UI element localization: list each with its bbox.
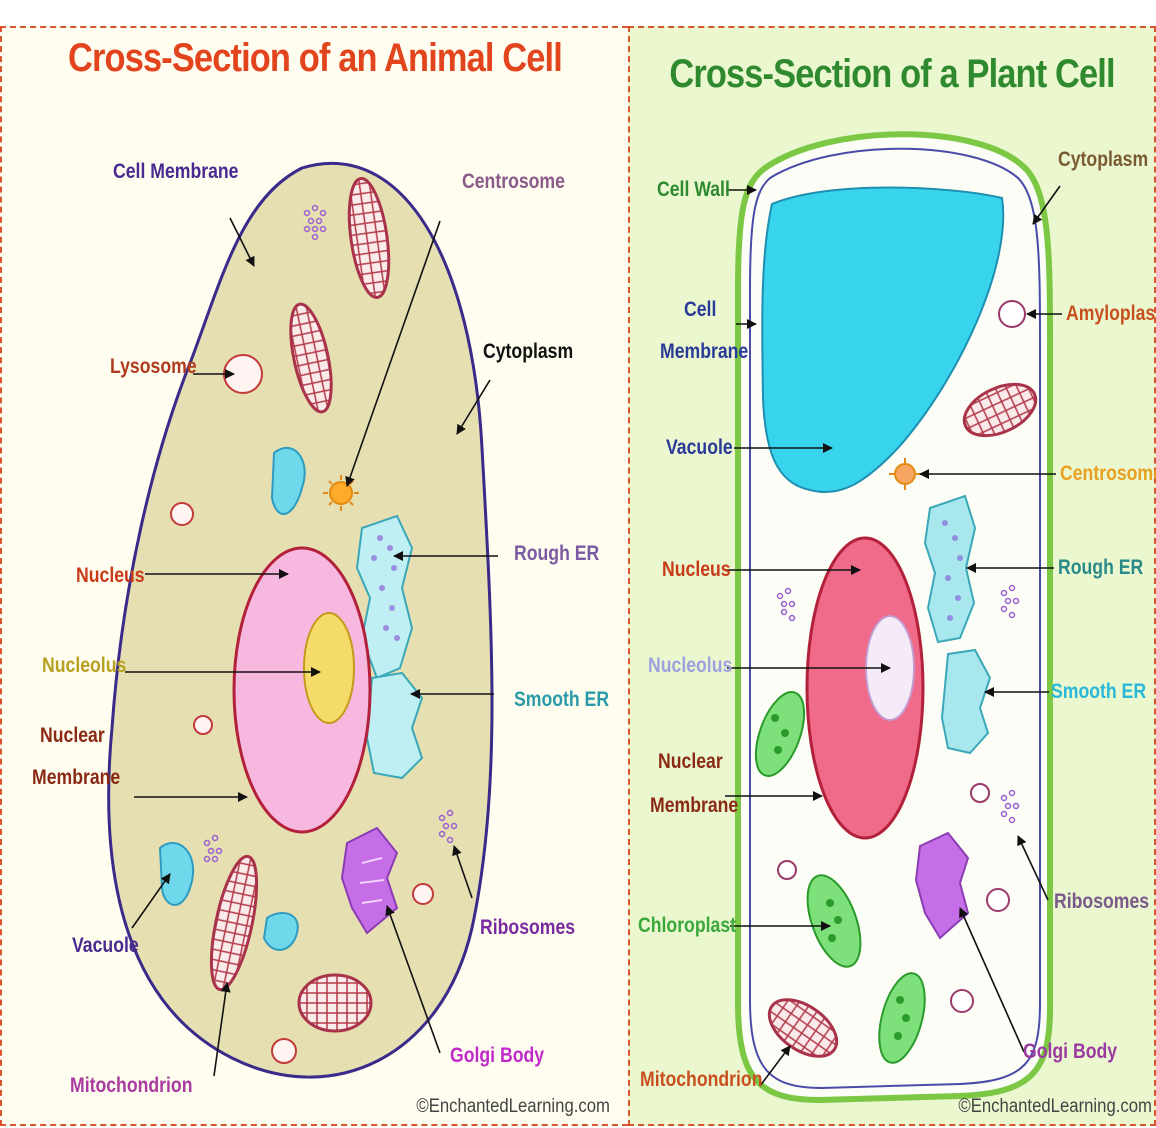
label-nucleus: Nucleus xyxy=(662,558,731,582)
label-nuclear-line1: Nuclear xyxy=(658,750,723,774)
label-centrosome: Centrosome xyxy=(462,170,565,194)
label-cytoplasm: Cytoplasm xyxy=(483,340,573,364)
label-golgi-body: Golgi Body xyxy=(450,1044,544,1068)
label-vacuole: Vacuole xyxy=(666,436,733,460)
label-cytoplasm: Cytoplasm xyxy=(1058,148,1148,172)
label-nuclear-line1: Nuclear xyxy=(40,724,105,748)
label-nucleolus: Nucleolus xyxy=(648,654,732,678)
label-ribosomes: Ribosomes xyxy=(480,916,575,940)
label-smooth-er: Smooth ER xyxy=(1051,680,1146,704)
label-amyloplast: Amyloplast xyxy=(1066,302,1156,326)
label-nucleus: Nucleus xyxy=(76,564,145,588)
label-nuclear-line2: Membrane xyxy=(32,766,120,790)
amyloplast-shape xyxy=(999,301,1025,327)
label-nucleolus: Nucleolus xyxy=(42,654,126,678)
label-centrosome: Centrosome xyxy=(1060,462,1156,486)
label-smooth-er: Smooth ER xyxy=(514,688,609,712)
animal-credit: ©EnchantedLearning.com xyxy=(416,1096,610,1118)
label-golgi-body: Golgi Body xyxy=(1023,1040,1117,1064)
label-cell-wall: Cell Wall xyxy=(657,178,730,202)
label-mitochondrion: Mitochondrion xyxy=(70,1074,192,1098)
label-lysosome: Lysosome xyxy=(110,355,197,379)
label-rough-er: Rough ER xyxy=(1058,556,1143,580)
label-chloroplast: Chloroplast xyxy=(638,914,736,938)
label-cell-line1: Cell xyxy=(684,298,716,322)
plant-cell-panel: Cross-Section of a Plant Cell xyxy=(628,26,1156,1126)
plant-credit: ©EnchantedLearning.com xyxy=(958,1096,1152,1118)
nucleolus-shape xyxy=(304,613,354,723)
label-membrane-line2: Membrane xyxy=(660,340,748,364)
label-nuclear-line2: Membrane xyxy=(650,794,738,818)
label-mitochondrion: Mitochondrion xyxy=(640,1068,762,1092)
label-rough-er: Rough ER xyxy=(514,542,599,566)
label-cell-membrane: Cell Membrane xyxy=(113,160,238,184)
label-vacuole: Vacuole xyxy=(72,934,139,958)
animal-cell-panel: Cross-Section of an Animal Cell xyxy=(0,26,628,1126)
label-ribosomes: Ribosomes xyxy=(1054,890,1149,914)
